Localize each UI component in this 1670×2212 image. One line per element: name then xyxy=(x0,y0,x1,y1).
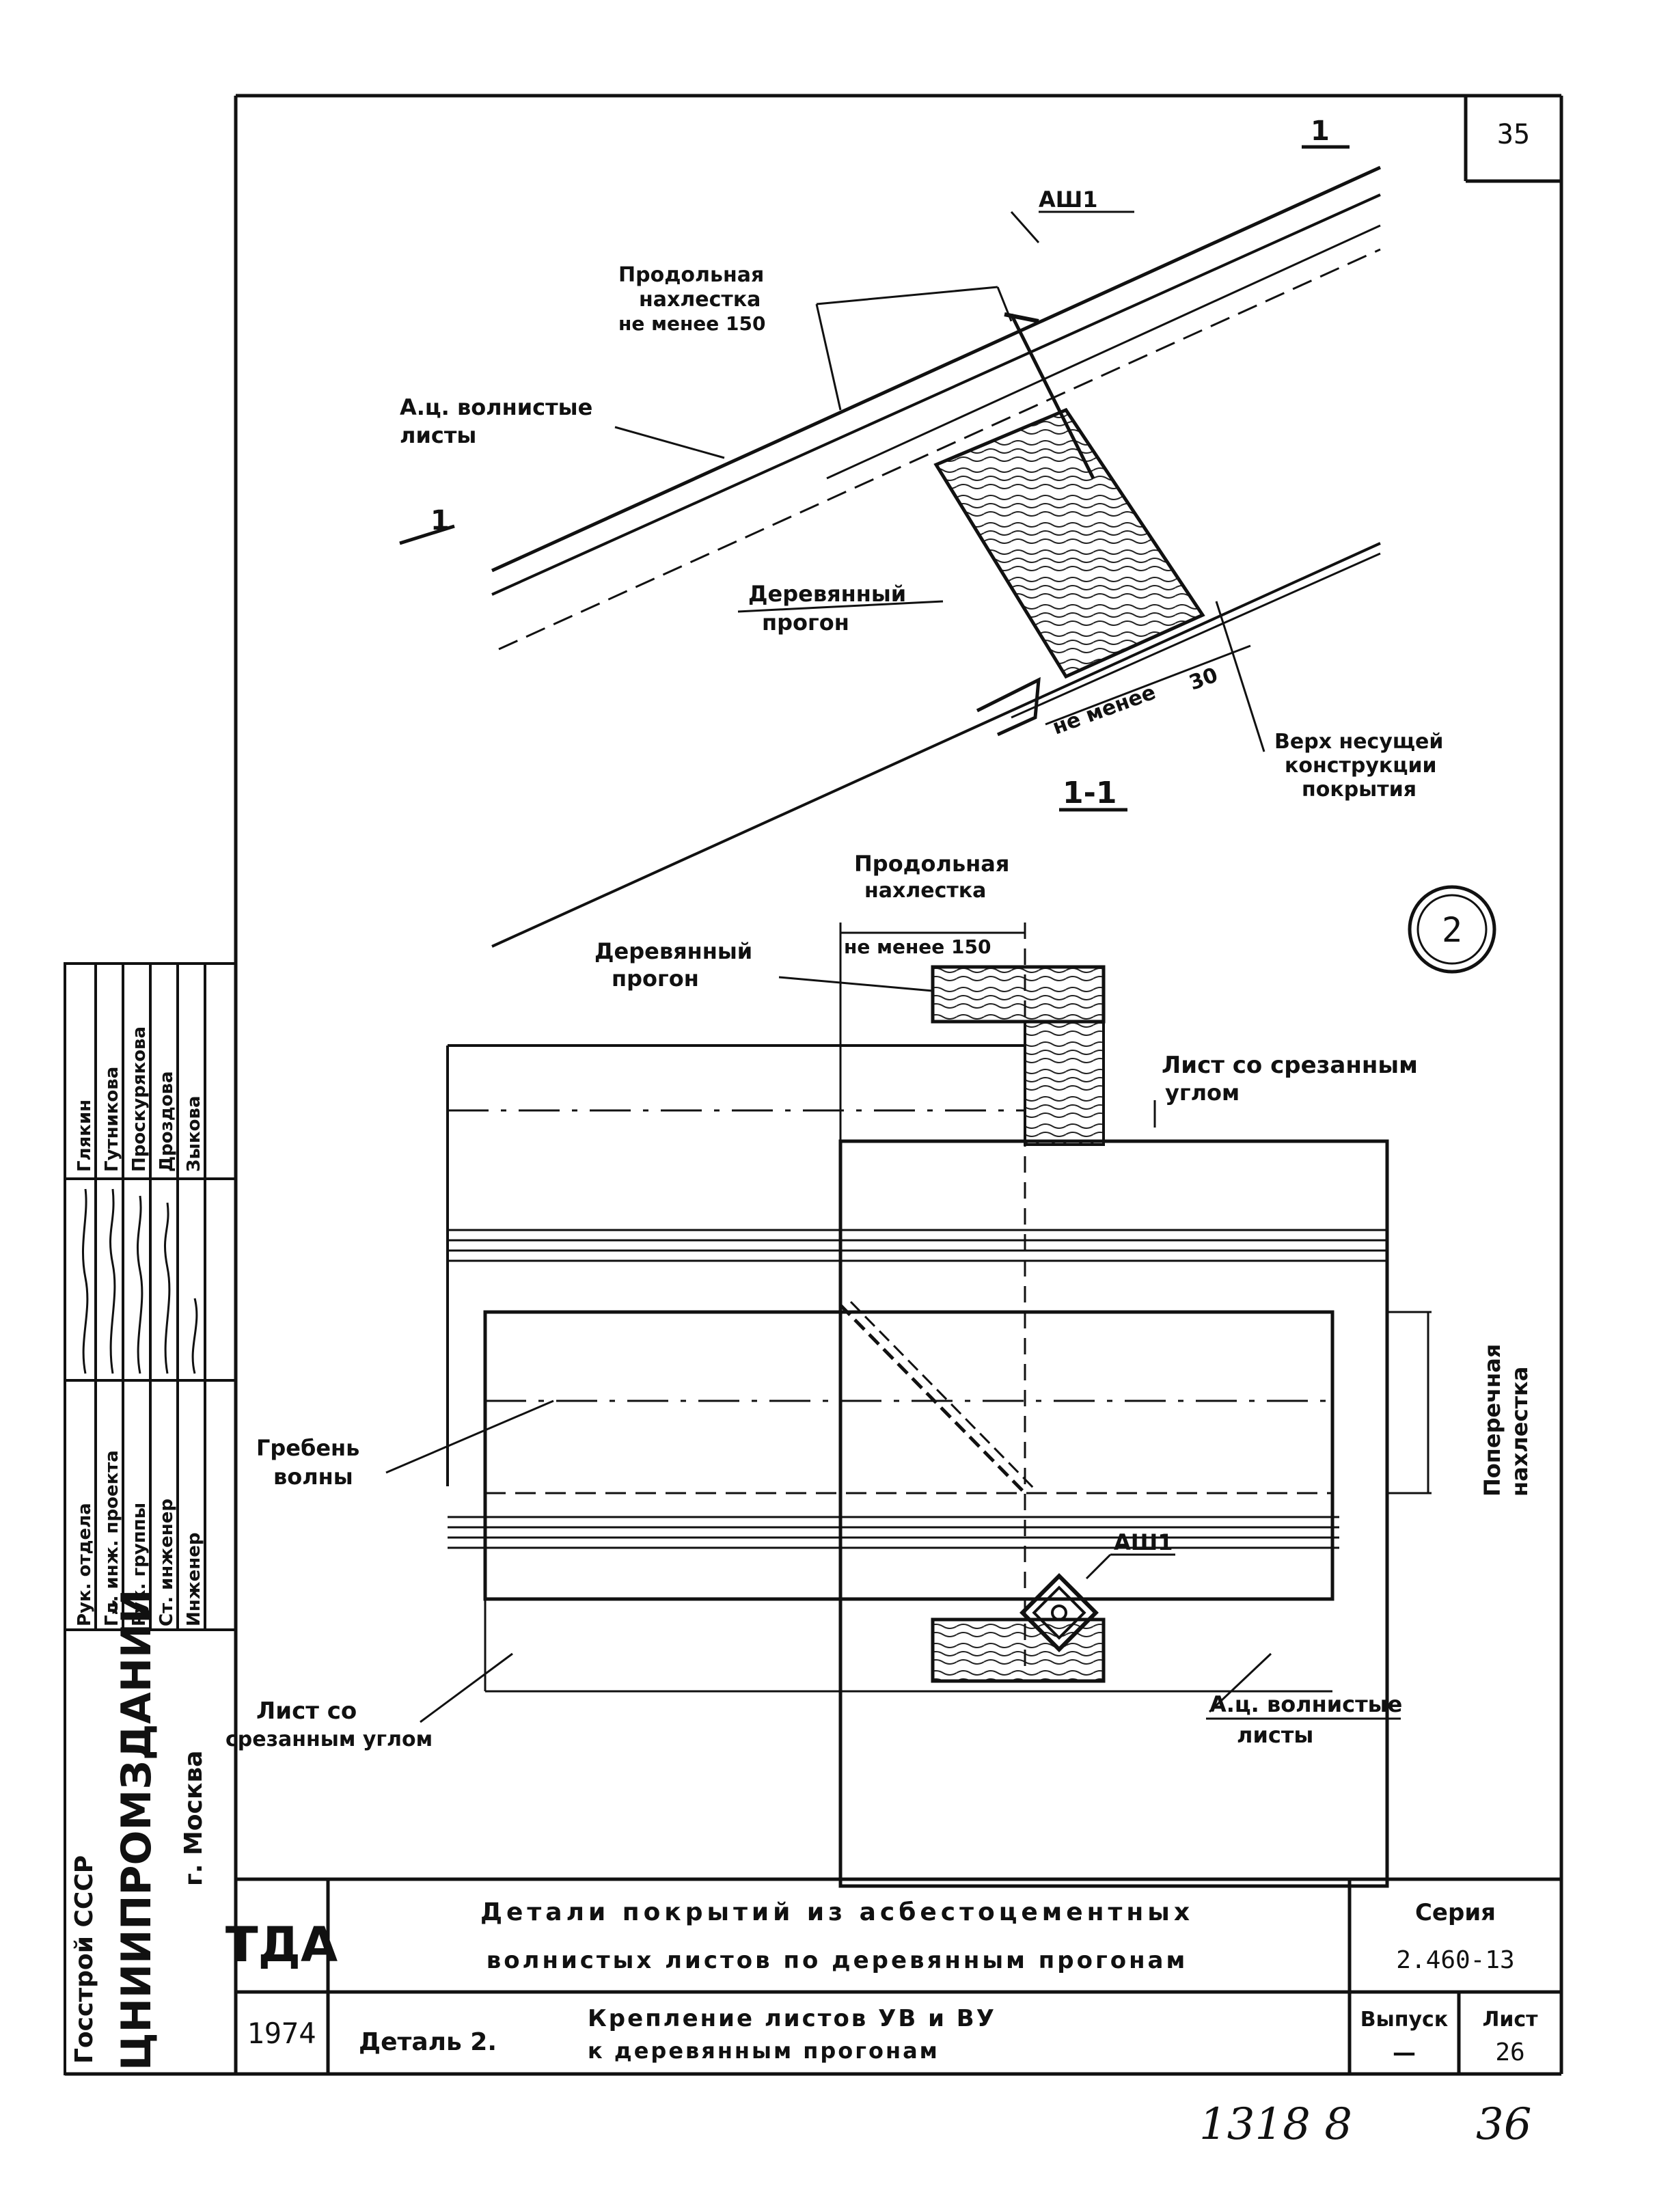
title-block xyxy=(236,1877,1561,2074)
plan-sheets-label-2: листы xyxy=(1237,1722,1313,1748)
cut-mark-lower: 1 xyxy=(399,505,455,545)
sheet-frame xyxy=(65,94,1563,2076)
section-purlin-label-1: Деревянный xyxy=(748,581,906,607)
cut-mark-upper: 1 xyxy=(1302,115,1350,149)
section-overlap-label-2: нахлестка xyxy=(639,288,761,312)
issue-value: — xyxy=(1393,2039,1416,2066)
svg-text:2: 2 xyxy=(1442,910,1462,950)
title-code: ТДА xyxy=(225,1917,338,1973)
side-stamp-roles: Рук. отдела Гл. инж. проекта Рук. группы… xyxy=(74,1450,204,1626)
plan-overlap-label-1: Продольная xyxy=(854,851,1009,877)
title-detail: Деталь 2. xyxy=(359,2028,497,2056)
plan-cut-sheet-label-2: срезанным углом xyxy=(225,1728,433,1751)
section-sheets-label-2: листы xyxy=(400,422,476,448)
section-fastener-label: АШ1 xyxy=(1039,187,1098,213)
plan-purlin-label-2: прогон xyxy=(612,966,699,992)
purlin-section xyxy=(933,407,1205,679)
svg-text:Госстрой СССР: Госстрой СССР xyxy=(70,1855,98,2064)
plan-purlin-label-1: Деревянный xyxy=(594,938,752,964)
plan-cut-corner-label-1: Лист со срезанным xyxy=(1162,1052,1418,1079)
section-structure-label-1: Верх несущей xyxy=(1274,730,1443,754)
section-purlin-label-2: прогон xyxy=(762,610,849,636)
side-stamp-org: Госстрой СССР ЦНИИПРОМЗДАНИЙ г. Москва xyxy=(70,1589,208,2071)
plan-fastener-label: АШ1 xyxy=(1114,1529,1173,1555)
bottom-note-left: 1318 8 xyxy=(1199,2099,1352,2150)
svg-text:Рук. отдела: Рук. отдела xyxy=(74,1503,95,1626)
section-min-label: не менее xyxy=(1050,681,1159,740)
purlin-top xyxy=(931,965,1106,1024)
plan-crest-label-2: волны xyxy=(273,1464,353,1490)
plan-cross-overlap-label-2: нахлестка xyxy=(1507,1367,1533,1497)
svg-text:Зыкова: Зыкова xyxy=(184,1096,204,1173)
title-line-1: Детали покрытий из асбестоцементных xyxy=(480,1898,1194,1926)
section-overlap-label-1: Продольная xyxy=(618,263,764,287)
sheet-value: 26 xyxy=(1495,2038,1524,2066)
side-stamp xyxy=(64,962,237,2075)
title-subtitle-2: к деревянным прогонам xyxy=(588,2038,940,2064)
section-structure-label-2: конструкции xyxy=(1285,754,1437,778)
plan-view xyxy=(385,923,1432,1888)
series-value: 2.460-13 xyxy=(1396,1946,1514,1974)
bottom-note-right: 36 xyxy=(1476,2099,1531,2150)
svg-text:Дроздова: Дроздова xyxy=(156,1071,177,1172)
title-line-2: волнистых листов по деревянным прогонам xyxy=(487,1947,1188,1974)
plan-sheets-label-1: А.ц. волнистые xyxy=(1209,1691,1402,1717)
svg-text:Гл. инж. проекта: Гл. инж. проекта xyxy=(102,1450,122,1626)
side-stamp-signatures xyxy=(81,1188,198,1374)
svg-text:Проскурякова: Проскурякова xyxy=(129,1026,150,1172)
title-subtitle-1: Крепление листов УВ и ВУ xyxy=(588,2005,996,2032)
svg-text:Ст. инженер: Ст. инженер xyxy=(156,1499,177,1626)
plan-crest-label-1: Гребень xyxy=(256,1435,359,1461)
detail-2-marker: 2 xyxy=(1408,885,1496,974)
section-title: 1-1 xyxy=(1063,776,1117,810)
title-year: 1974 xyxy=(247,2017,316,2050)
svg-text:1: 1 xyxy=(1311,115,1330,147)
fastener-ash1 xyxy=(1019,1553,1175,1652)
section-structure-label-3: покрытия xyxy=(1302,778,1416,802)
side-stamp-names: Глякин Гутникова Проскурякова Дроздова З… xyxy=(74,1026,204,1172)
section-1-1 xyxy=(491,165,1382,948)
svg-text:Гутникова: Гутникова xyxy=(102,1067,122,1172)
series-label: Серия xyxy=(1415,1899,1496,1926)
svg-text:Рук. группы: Рук. группы xyxy=(129,1503,150,1626)
svg-text:Глякин: Глякин xyxy=(74,1100,95,1172)
page-number: 35 xyxy=(1497,119,1530,150)
svg-text:г. Москва: г. Москва xyxy=(180,1751,208,1886)
purlin-bottom xyxy=(931,1617,1106,1683)
section-overlap-label-3: не менее 150 xyxy=(618,312,765,335)
plan-overlap-label-2: нахлестка xyxy=(864,879,986,903)
sheet-label: Лист xyxy=(1482,2008,1538,2032)
plan-overlap-min: не менее 150 xyxy=(844,936,991,958)
svg-text:ЦНИИПРОМЗДАНИЙ: ЦНИИПРОМЗДАНИЙ xyxy=(111,1589,161,2071)
plan-cut-sheet-label-1: Лист со xyxy=(256,1697,357,1725)
plan-cut-corner-label-2: углом xyxy=(1165,1080,1240,1106)
svg-text:Инженер: Инженер xyxy=(184,1533,204,1626)
section-sheets-label-1: А.ц. волнистые xyxy=(400,394,592,420)
plan-cross-overlap-label-1: Поперечная xyxy=(1479,1344,1505,1497)
issue-label: Выпуск xyxy=(1360,2008,1448,2032)
